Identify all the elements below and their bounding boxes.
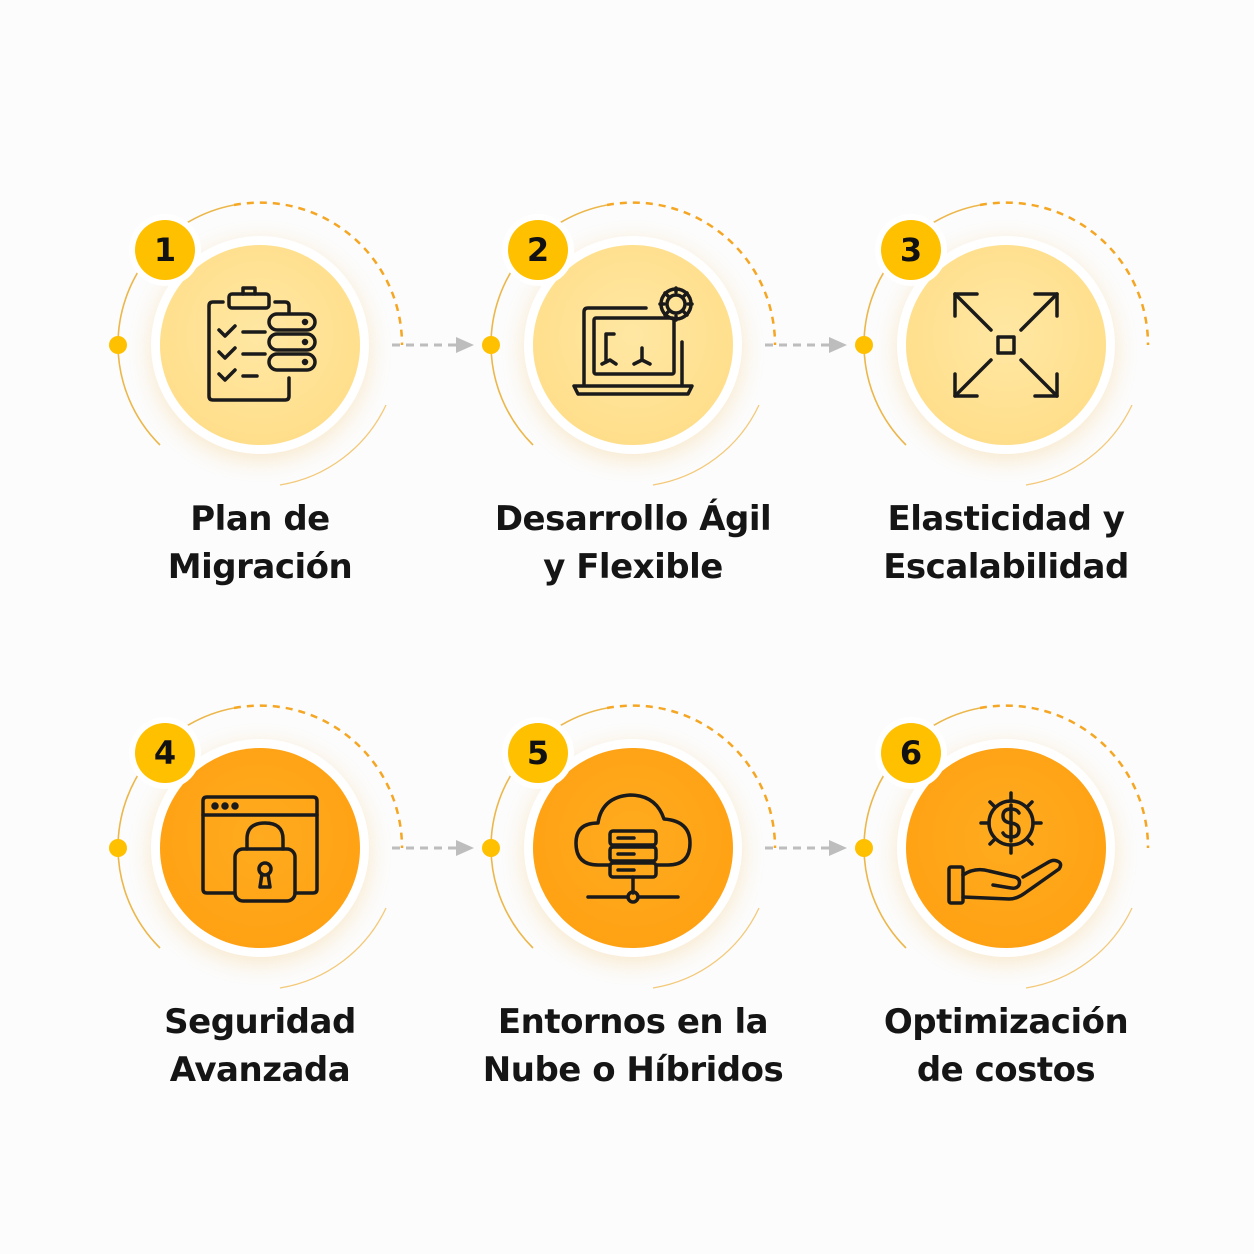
step-number-badge: 4 [135,723,195,783]
step-3: 3 Elasticidad y Escalabilidad [853,195,1156,595]
step-number-badge: 5 [508,723,568,783]
step-label: Elasticidad y Escalabilidad [846,495,1166,591]
expand-arrows-icon [953,292,1059,398]
connector-arrow [765,840,847,856]
step-label-line1: Elasticidad y [887,499,1125,539]
cloud-server-icon [574,793,692,904]
clipboard-checklist-database-icon [207,286,317,402]
step-label-line1: Desarrollo Ágil [494,499,772,539]
connector-arrow [765,337,847,353]
step-5: 5 Entornos en la Nube o Híbridos [480,698,784,1098]
step-label-line1: Seguridad [164,1002,356,1042]
hand-gear-dollar-icon [947,791,1063,905]
step-4: 4 Seguridad Avanzada [107,698,410,1098]
step-label-line2: de costos [916,1050,1096,1090]
step-label-line1: Entornos en la [497,1002,769,1042]
step-number-badge: 3 [881,220,941,280]
step-label: Optimización de costos [846,998,1166,1094]
icon-disc [906,245,1106,445]
step-label-line2: Migración [167,547,353,587]
step-label: Desarrollo Ágil y Flexible [473,495,793,591]
connector-arrow [392,337,474,353]
step-number-badge: 1 [135,220,195,280]
step-1: 1 Plan de Migración [107,195,410,595]
step-label-line2: Nube o Híbridos [482,1050,784,1090]
step-label: Entornos en la Nube o Híbridos [473,998,793,1094]
step-2: 2 Desarrollo Ágil y Flexible [480,195,783,595]
step-number-badge: 2 [508,220,568,280]
step-6: 6 Optimización de costos [853,698,1156,1098]
browser-padlock-icon [201,795,319,903]
step-label-line2: y Flexible [543,547,723,587]
icon-disc [160,245,360,445]
step-number-badge: 6 [881,723,941,783]
icon-disc [906,748,1106,948]
icon-disc [533,245,733,445]
step-label-line1: Optimización [883,1002,1129,1042]
step-label-line2: Escalabilidad [883,547,1129,587]
connector-arrow [392,840,474,856]
step-label-line1: Plan de [190,499,330,539]
step-label: Plan de Migración [100,495,420,591]
step-label: Seguridad Avanzada [100,998,420,1094]
laptop-gear-icon [572,286,694,396]
step-label-line2: Avanzada [169,1050,351,1090]
